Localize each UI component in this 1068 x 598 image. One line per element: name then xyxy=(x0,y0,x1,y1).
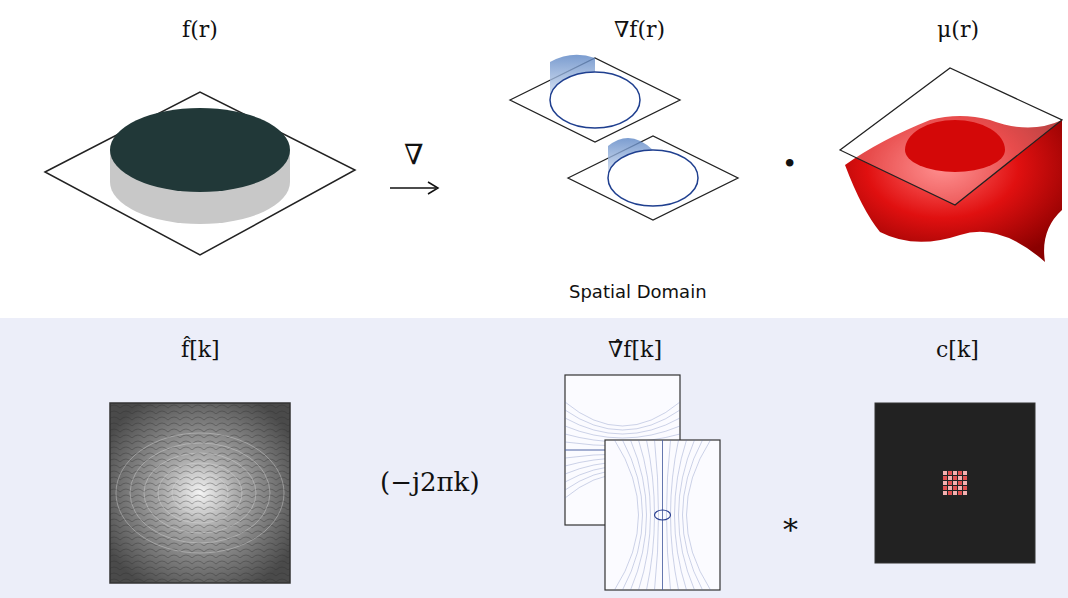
plane xyxy=(45,92,355,255)
fourier-images xyxy=(0,318,1068,598)
math-label: ∇̂f[k] xyxy=(608,338,662,362)
domain-caption: Spatial Domain xyxy=(569,282,707,302)
math-label: f̂[k] xyxy=(181,338,220,362)
math-label: • xyxy=(782,150,797,179)
math-label: (−j2πk) xyxy=(380,468,480,497)
math-label: ∇f(r) xyxy=(614,18,665,42)
math-label: c[k] xyxy=(936,338,979,362)
math-label: μ(r) xyxy=(937,18,979,42)
cylinder-top xyxy=(110,108,290,192)
math-label: ∇ xyxy=(404,140,424,171)
math-label: * xyxy=(783,513,798,546)
math-label: f(r) xyxy=(182,18,218,42)
frequency-band: f̂[k] (−j2πk) ∇̂f[k] * c[k] xyxy=(0,318,1068,598)
